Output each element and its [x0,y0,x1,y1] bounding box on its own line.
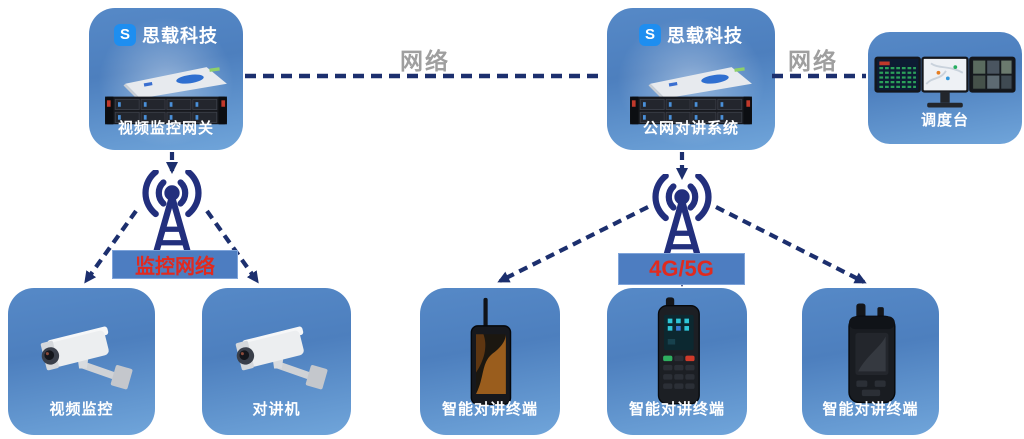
brand-logo: S 思载科技 [607,22,775,48]
node-label: 智能对讲终端 [822,401,919,418]
brand-logo-icon: S [114,24,136,46]
node-label: 公网对讲系统 [642,120,739,137]
network-label-right: 网络 [788,48,838,74]
cctv-camera-image [8,310,155,398]
node-video-gateway: S 思载科技 [89,8,243,150]
brand-logo: S 思载科技 [89,22,243,48]
network-label-left: 网络 [400,48,450,74]
server-illustration [89,56,243,128]
node-video-surveillance: 视频监控 [8,288,155,435]
server-illustration [607,56,775,128]
surveillance-network-tag: 监控网络 [112,250,238,279]
node-smart-terminal-3: 智能对讲终端 [802,288,939,435]
node-label: 智能对讲终端 [441,401,538,418]
brand-logo-icon: S [639,24,661,46]
brand-name: 思载科技 [667,26,743,46]
antenna-tower-icon [634,172,730,267]
handheld-radio-terminal-image [802,298,939,408]
node-label: 对讲机 [252,401,301,418]
cctv-camera-image [202,310,351,398]
node-label: 视频监控网关 [117,120,214,137]
brand-name: 思载科技 [142,26,218,46]
node-intercom-system: S 思载科技 [607,8,775,150]
cellular-4g5g-tag: 4G/5G [618,253,745,285]
node-label: 视频监控 [49,401,114,418]
node-intercom-device: 对讲机 [202,288,351,435]
node-dispatch-console: 调度台 [868,32,1022,144]
node-label: 调度台 [920,112,969,129]
node-label: 智能对讲终端 [628,401,725,418]
node-smart-terminal-2: 智能对讲终端 [607,288,747,435]
smartphone-terminal-image [420,296,560,408]
antenna-tower-icon [124,168,220,263]
featurephone-terminal-image [607,294,747,408]
node-smart-terminal-1: 智能对讲终端 [420,288,560,435]
dispatch-monitors-illustration [868,54,1022,114]
